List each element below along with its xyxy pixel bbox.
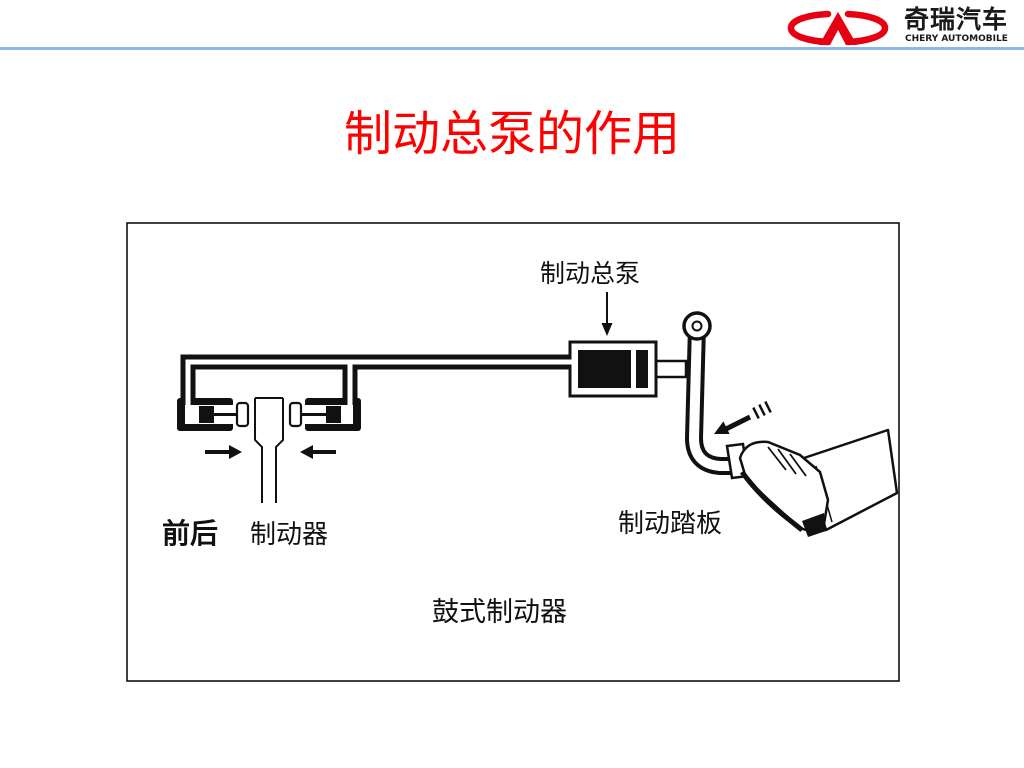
piston-push-arrow-left bbox=[205, 445, 242, 459]
pedal-pivot-hole bbox=[691, 320, 703, 332]
emblem-left-arc bbox=[787, 10, 832, 46]
brake-system-drawing: 制动总泵 制动踏板 前后 制动器 鼓式制动器 bbox=[126, 222, 900, 682]
master-cylinder-chamber bbox=[578, 350, 648, 388]
header-rule bbox=[0, 47, 1024, 50]
wheel-cylinder-left bbox=[177, 396, 250, 431]
shoe bbox=[738, 440, 830, 537]
piston bbox=[199, 406, 214, 423]
wheel-cylinder-right bbox=[288, 396, 361, 431]
brake-shoe-web bbox=[254, 397, 284, 503]
lever-body bbox=[689, 325, 734, 471]
fluid-port bbox=[347, 396, 353, 406]
logo-name-cn: 奇瑞汽车 bbox=[904, 5, 1009, 34]
emblem-a-mark bbox=[819, 12, 857, 45]
shoe-sole bbox=[739, 470, 804, 532]
piston bbox=[326, 406, 341, 423]
emblem-right-arc bbox=[844, 10, 889, 46]
shoe-heel bbox=[802, 513, 826, 537]
brake-system-diagram: 制动总泵 制动踏板 前后 制动器 鼓式制动器 bbox=[126, 222, 900, 682]
shoe-laces bbox=[767, 446, 807, 477]
press-direction-arrow bbox=[714, 401, 772, 434]
label-front-rear: 前后 bbox=[162, 517, 218, 550]
master-cylinder-pointer-arrow bbox=[601, 292, 613, 336]
chery-logo: 奇瑞汽车 CHERY AUTOMOBILE bbox=[786, 6, 1018, 48]
logo-name-en: CHERY AUTOMOBILE bbox=[905, 34, 1008, 44]
label-brakes: 制动器 bbox=[250, 520, 328, 550]
pushrod bbox=[654, 359, 688, 379]
piston-cap bbox=[235, 401, 250, 428]
label-drum-brake: 鼓式制动器 bbox=[432, 597, 567, 628]
brake-pedal-lever bbox=[682, 311, 734, 475]
chery-emblem-icon bbox=[787, 10, 889, 46]
master-cylinder-piston-gap bbox=[631, 350, 636, 388]
master-cylinder bbox=[568, 340, 658, 398]
label-master-cylinder: 制动总泵 bbox=[540, 259, 640, 288]
fluid-port bbox=[185, 396, 191, 406]
piston-cap bbox=[288, 401, 303, 428]
piston-push-arrow-right bbox=[300, 445, 336, 459]
master-cylinder-outlet bbox=[568, 359, 578, 365]
slide-title: 制动总泵的作用 bbox=[343, 106, 680, 162]
brake-shoe-web-outline bbox=[254, 397, 284, 503]
label-brake-pedal: 制动踏板 bbox=[618, 509, 722, 539]
